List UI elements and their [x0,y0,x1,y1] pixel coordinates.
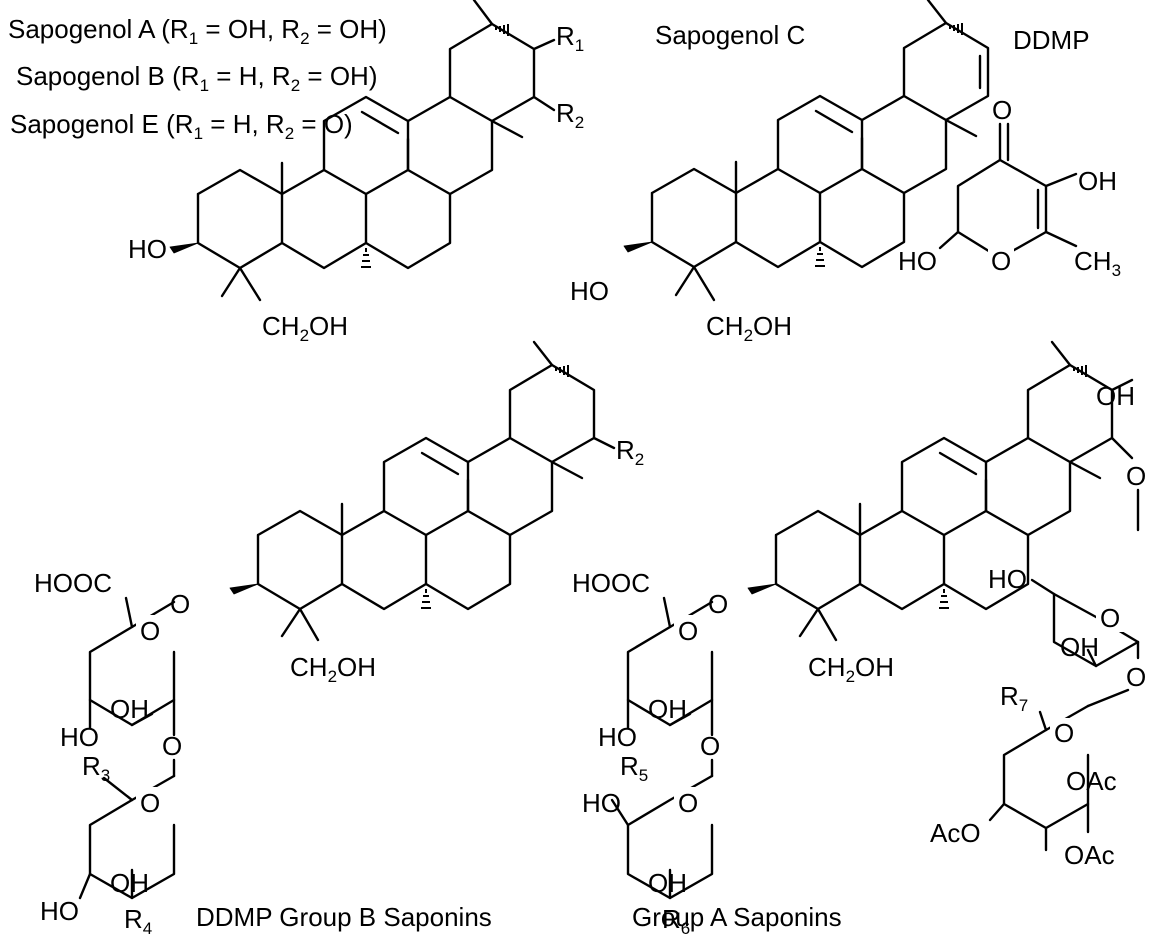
stereo-hash [939,365,1087,609]
ddmp-ring-hydroxyl: HO [898,246,937,276]
sapogenol-c-hydroxyl: HO [570,276,609,306]
ddmp-structure: O O OH HO CH3 [898,95,1121,280]
stereo-hash [815,23,963,267]
ddmp-bonds [938,122,1078,260]
group-a-lower-sugar-oh: OH [648,868,687,898]
group-a-ch2oh: CH2OH [808,652,894,686]
sapogenol-abe-r2: R2 [556,98,584,132]
group-a-oac-2: OAc [1064,840,1115,870]
group-b-saponin-structure: O O HOOC OH HO O R3 O OH HO R4 CH2OH R2 [34,340,644,938]
group-a-ester-oxygen: O [1126,461,1146,491]
svg-text:Sapogenol A (R1 = OH, R2 = OH): Sapogenol A (R1 = OH, R2 = OH) [8,14,387,48]
ddmp-ring-oxygen: O [991,246,1011,276]
stereo-wedge [169,242,199,254]
group-b-glycosidic-oxygen: O [170,589,190,619]
legend-sapogenol-a: Sapogenol A (R1 = OH, R2 = OH) [8,14,387,48]
group-a-xylose-ring-oxygen: O [1100,603,1120,633]
group-a-r6: R6 [662,904,690,938]
group-a-oac-1: OAc [1066,766,1117,796]
stereo-hash [421,365,569,609]
group-a-glucuronic-ring-hydroxyl: HO [598,722,637,752]
group-a-r5: R5 [620,751,648,785]
ddmp-methyl: CH3 [1074,246,1121,280]
sapogenol-abe-hydroxyl: HO [128,234,167,264]
group-a-interglycosidic-oxygen: O [700,731,720,761]
group-b-glucuronic-ring-hydroxyl: HO [60,722,99,752]
group-a-r7: R7 [1000,681,1028,715]
sapogenol-c-ch2oh: CH2OH [706,311,792,345]
group-b-outer-ring-oxygen: O [140,788,160,818]
group-a-xylose-linker-oxygen: O [1126,662,1146,692]
group-a-top-hydroxyl: OH [1096,381,1135,411]
group-b-glucuronic-ring-oxygen: O [140,616,160,646]
caption-group-a: Group A Saponins [632,902,842,932]
group-b-outer-sugar-ring-hydroxyl: HO [40,896,79,926]
caption-sapogenol-c: Sapogenol C [655,20,805,50]
legend-sapogenol-e: Sapogenol E (R1 = H, R2 = O) [10,109,353,143]
group-a-xylose-oh: OH [1060,632,1099,662]
caption-group-b: DDMP Group B Saponins [196,902,492,932]
legend-sapogenol-b: Sapogenol B (R1 = H, R2 = OH) [16,61,377,95]
ddmp-carbonyl-oxygen: O [992,95,1012,125]
group-a-glucuronic-ring-oxygen: O [678,616,698,646]
group-a-lower-sugar-hydroxyl: HO [582,788,621,818]
group-b-r2: R2 [616,435,644,469]
group-a-carboxyl: HOOC [572,568,650,598]
group-b-r3: R3 [82,751,110,785]
group-a-aco: AcO [930,818,981,848]
sapogenol-abe-structure: HO CH2OH R1 R2 [128,0,584,345]
svg-text:Sapogenol E (R1 = H, R2 = O): Sapogenol E (R1 = H, R2 = O) [10,109,353,143]
group-b-carboxyl: HOOC [34,568,112,598]
svg-text:Sapogenol B (R1 = H, R2 = OH): Sapogenol B (R1 = H, R2 = OH) [16,61,377,95]
sapogenol-c-structure: HO CH2OH [570,0,990,345]
stereo-hash [361,24,509,268]
sapogenol-abe-ch2oh: CH2OH [262,311,348,345]
group-a-lower-ring-oxygen: O [678,788,698,818]
group-a-acetyl-sugar-ring-oxygen: O [1054,718,1074,748]
stereo-wedge [229,583,259,595]
group-b-interglycosidic-oxygen: O [162,731,182,761]
group-b-outer-sugar-hydroxyl: OH [110,868,149,898]
group-a-sugar-bonds [610,488,1140,900]
stereo-wedge [623,241,653,253]
sapogenol-abe-r1: R1 [556,21,584,55]
group-b-sugar-bonds [78,596,176,900]
group-b-ch2oh: CH2OH [290,652,376,686]
caption-ddmp: DDMP [1013,25,1090,55]
group-a-glucuronic-hydroxyl: OH [648,694,687,724]
group-a-saponin-structure: O O HOOC OH HO O R5 HO O OH R6 CH2OH OH … [572,340,1146,938]
group-b-glucuronic-hydroxyl: OH [110,694,149,724]
group-a-aglycone-bonds [774,340,1134,642]
ddmp-hydroxyl: OH [1078,166,1117,196]
stereo-wedge [747,583,777,595]
group-a-glycosidic-oxygen: O [708,589,728,619]
group-b-r4: R4 [124,904,152,938]
group-a-xylose-hydroxyl: HO [988,564,1027,594]
group-b-aglycone-bonds [256,340,616,642]
sapogenol-abe-bonds [196,0,556,302]
